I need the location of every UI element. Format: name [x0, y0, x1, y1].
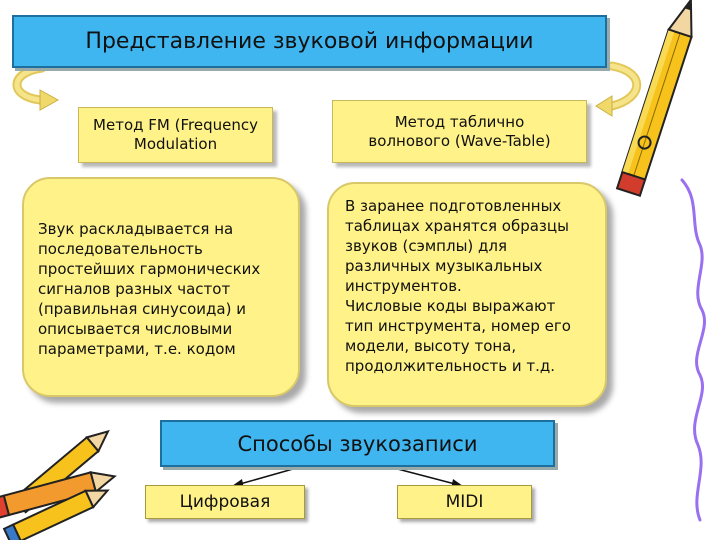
recording-methods-title-text: Способы звукозаписи [237, 431, 478, 456]
pencil-icon [615, 0, 693, 197]
main-title: Представление звуковой информации [12, 15, 607, 68]
wavetable-method-header: Метод таблично волнового (Wave-Table) [332, 100, 587, 163]
wavetable-description-text: В заранее подготовленных таблицах хранят… [345, 197, 571, 375]
recording-methods-title: Способы звукозаписи [160, 420, 555, 467]
fm-method-header-text: Метод FM (Frequency Modulation [93, 116, 258, 153]
wavetable-method-header-text: Метод таблично волнового (Wave-Table) [368, 112, 551, 150]
wavetable-description-box: В заранее подготовленных таблицах хранят… [327, 182, 607, 407]
midi-recording-box: MIDI [397, 485, 532, 519]
digital-recording-label: Цифровая [179, 492, 271, 512]
curved-arrow-left-icon [12, 63, 60, 111]
main-title-text: Представление звуковой информации [85, 29, 534, 54]
curved-arrow-right-icon [595, 61, 642, 117]
digital-recording-box: Цифровая [145, 485, 305, 519]
crayons-icon [0, 429, 117, 540]
fm-description-box: Звук раскладывается на последовательност… [22, 177, 300, 397]
squiggle-line [680, 178, 706, 522]
fm-method-header: Метод FM (Frequency Modulation [78, 107, 273, 163]
midi-recording-label: MIDI [445, 492, 484, 512]
fm-description-text: Звук раскладывается на последовательност… [38, 220, 261, 358]
